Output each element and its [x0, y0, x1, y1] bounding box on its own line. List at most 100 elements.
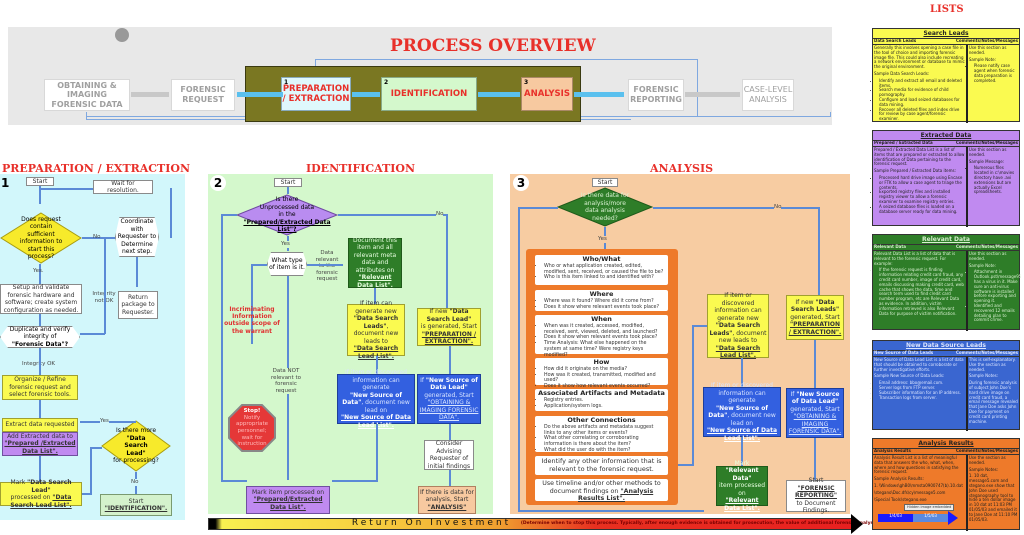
data-search-lead-list-link[interactable]: "Data Search Lead List".	[10, 494, 72, 509]
data-search-leads-label: "Data Search Leads"	[353, 315, 399, 330]
card-item: What other correlating or corroborating …	[544, 436, 665, 448]
prep-start-identification[interactable]: Start "IDENTIFICATION".	[100, 494, 172, 516]
ident-new-source-data-lead[interactable]: If "New Source of Data Lead" generated, …	[417, 374, 481, 424]
prep-section-title: PREPARATION / EXTRACTION	[2, 162, 191, 175]
analysis-start[interactable]: Start	[592, 178, 618, 187]
analysis-new-source-data-lead[interactable]: If "New Source of Data Lead" generated, …	[786, 388, 844, 438]
list-item: Transaction logs from server.	[879, 395, 965, 401]
ident-start-analysis[interactable]: If there is data for analysis, Start "AN…	[418, 486, 476, 514]
core-process-group: 1 PREPARATION / EXTRACTION 2 IDENTIFICAT…	[245, 66, 581, 122]
arrow-connector	[478, 92, 520, 97]
analysis-mark-relevant[interactable]: Mark "Relevant Data" item processed on "…	[716, 460, 768, 512]
connector	[82, 493, 92, 495]
connector	[39, 314, 41, 326]
decision-shape-icon	[557, 187, 653, 227]
relevant-data-list-link[interactable]: "Relevant Data List".	[357, 274, 393, 289]
stage-case-level-analysis[interactable]: CASE-LEVEL ANALYSIS	[742, 79, 794, 111]
ident-consider-advising[interactable]: Consider Advising Requester of initial f…	[424, 440, 474, 470]
list-card-title: New Data Source Leads	[873, 341, 1019, 352]
timeline-text: Use timeline and/or other methods to doc…	[542, 480, 661, 495]
ident-new-data-search-lead[interactable]: If new "Data Search Lead" is generated, …	[417, 308, 481, 346]
relevant-data-list-link[interactable]: "Relevant Data List".	[724, 497, 760, 512]
prep-coordinate-requester[interactable]: Coordinate with Requester to Determine n…	[115, 217, 159, 257]
connector	[338, 214, 447, 216]
connector	[251, 264, 253, 344]
connector	[307, 264, 343, 266]
prep-duplicate-verify[interactable]: Duplicate and verify integrity of "Foren…	[0, 326, 80, 348]
list-card-right: Use this section as needed.Sample Note:P…	[968, 45, 1019, 123]
stage-forensic-request[interactable]: FORENSIC REQUEST	[171, 79, 235, 111]
connector	[376, 356, 378, 374]
connector	[376, 424, 378, 481]
obtaining-imaging-link[interactable]: "OBTAINING & IMAGING FORENSIC DATA".	[419, 399, 479, 421]
list-paragraph: Sample Note:	[968, 262, 996, 268]
prep-extract-data[interactable]: Extract data requested	[2, 418, 78, 432]
ident-stop-sign[interactable]: Stop! Notify appropriate personnel; wait…	[228, 404, 276, 452]
stage-forensic-reporting[interactable]: FORENSIC REPORTING	[628, 79, 684, 111]
timeline-arrow-icon	[948, 511, 958, 526]
stage-analysis[interactable]: 3 ANALYSIS	[521, 77, 573, 111]
prep-start[interactable]: Start	[26, 177, 54, 186]
ident-document-relevant[interactable]: Document this item and all relevant meta…	[348, 237, 402, 289]
ident-section-title: IDENTIFICATION	[306, 162, 416, 175]
analysis-link[interactable]: "ANALYSIS"	[427, 503, 467, 511]
prepared-extracted-list-link[interactable]: "Prepared /Extracted Data List".	[4, 440, 76, 455]
list-card-title: Search Leads	[873, 29, 1019, 40]
preparation-extraction-link[interactable]: "PREPARATION / EXTRACTION".	[788, 321, 842, 336]
list-card-title: Analysis Results	[873, 439, 1019, 450]
prep-add-extracted[interactable]: Add Extracted data to "Prepared /Extract…	[2, 432, 78, 456]
prep-setup-validate[interactable]: Setup and validate forensic hardware and…	[0, 284, 82, 314]
identification-link[interactable]: "IDENTIFICATION".	[104, 505, 168, 512]
prep-decision-more-leads[interactable]: Is there more "Data Search Lead" for pro…	[101, 420, 171, 472]
ident-decision-unprocessed[interactable]: Is there Unprocessed data in the "Prepar…	[236, 194, 338, 236]
connector	[221, 214, 223, 480]
prep-wait-resolution[interactable]: Wait for resolution.	[93, 180, 153, 194]
list-card-new-data-source-leads: New Data Source Leads New Source of Data…	[872, 340, 1020, 431]
analysis-start-reporting[interactable]: Start "FORENSIC REPORTING" to Document F…	[786, 477, 846, 514]
connector	[221, 214, 237, 216]
prep-return-package[interactable]: Return package to Requester.	[118, 291, 158, 319]
mark-text: Mark	[10, 479, 26, 486]
preparation-extraction-link[interactable]: "PREPARATION / EXTRACTION".	[421, 330, 477, 346]
forensic-reporting-link[interactable]: "FORENSIC REPORTING"	[795, 484, 837, 500]
list-item: Attachment in Outlook.pst\message95 has …	[974, 270, 1021, 304]
analysis-new-data-search-leads[interactable]: If new "Data Search Leads" generated, St…	[786, 295, 844, 340]
list-paragraph: During forensic analysis of subject John…	[968, 380, 1018, 424]
obtaining-imaging-link[interactable]: "OBTAINING & IMAGING FORENSIC DATA".	[788, 413, 842, 435]
list-paragraph: Sample New Source of Data Leads:	[874, 373, 945, 379]
card-item: Application/system logs.	[544, 404, 665, 410]
analysis-data-search-leads[interactable]: If item or discovered information can ge…	[707, 292, 769, 360]
ident-what-type[interactable]: What type of item is it.	[267, 252, 307, 276]
nsd-text: , document new lead on	[361, 399, 410, 414]
stage-label: ANALYSIS	[524, 88, 570, 99]
label-not-relevant: Data NOT relevant to forensic request	[266, 368, 306, 395]
connector	[692, 325, 694, 465]
stage-obtaining-imaging[interactable]: OBTAINING & IMAGING FORENSIC DATA	[44, 79, 130, 111]
card-item: Time Analysis: What else happened on the…	[544, 341, 665, 358]
data-search-lead-list-link[interactable]: "Data Search Lead List".	[715, 344, 761, 360]
prep-decision-sufficient-info[interactable]: Does request contain sufficient informat…	[0, 212, 82, 264]
list-paragraph: Use this section as needed.	[968, 146, 1007, 157]
prep-mark-processed[interactable]: Mark "Data Search Lead" processed on "Da…	[0, 479, 82, 509]
stop-title: Stop!	[243, 408, 261, 415]
stage-preparation-extraction[interactable]: 1 PREPARATION / EXTRACTION	[281, 77, 351, 111]
prep-organize-refine[interactable]: Organize / Refine forensic request and s…	[2, 375, 78, 400]
analysis-decision-data[interactable]: Is there data for analysis/more data ana…	[557, 187, 653, 227]
analysis-results-list-link[interactable]: "Analysis Results List".	[577, 487, 654, 503]
prepared-extracted-list-link[interactable]: "Prepared/Extracted Data List".	[253, 496, 323, 511]
ident-start[interactable]: Start	[274, 178, 302, 187]
stage-identification[interactable]: 2 IDENTIFICATION	[381, 77, 477, 111]
nsd-text: If item or discovered information can ge…	[345, 369, 407, 391]
connector	[518, 207, 520, 511]
analysis-timeline[interactable]: Use timeline and/or other methods to doc…	[535, 479, 668, 503]
prepared-extracted-list-link[interactable]: "Prepared/Extracted Data List"?	[243, 218, 331, 234]
ident-new-source-data[interactable]: If item or discovered information can ge…	[337, 369, 415, 429]
stop-sign-icon	[228, 404, 276, 452]
ident-data-search-leads[interactable]: If item can generate new "Data Search Le…	[347, 300, 405, 360]
analysis-new-source-data[interactable]: If item or discovered information can ge…	[703, 382, 781, 442]
new-dsl-text: generated, Start	[790, 313, 840, 321]
ident-mark-processed[interactable]: Mark item processed on "Prepared/Extract…	[246, 486, 330, 514]
col-left-header: Data Search Leads	[874, 38, 917, 44]
